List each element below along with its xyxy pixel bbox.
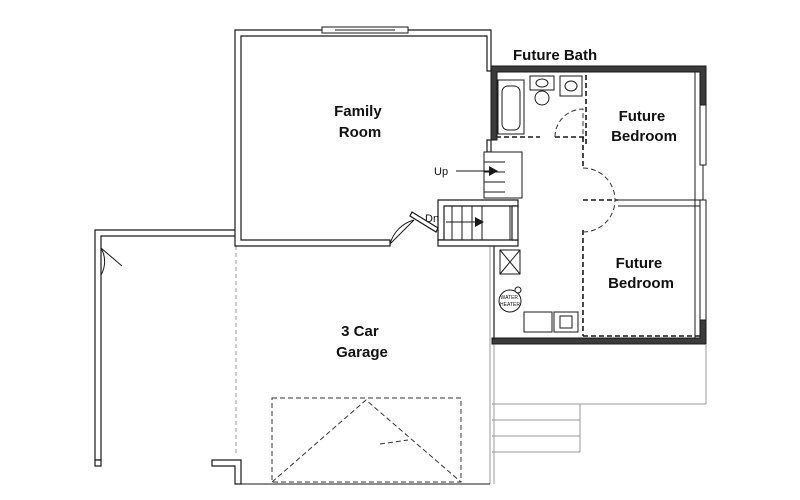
future-bath-label: Future Bath xyxy=(513,47,597,64)
garage-left-wall xyxy=(94,229,240,461)
family-room-area: Family Room xyxy=(234,26,492,247)
stair-down-treads xyxy=(451,206,483,240)
bedroom-upper-window xyxy=(699,104,707,166)
bathtub-inner xyxy=(501,85,521,131)
stair-door-swing xyxy=(389,219,415,245)
water-heater xyxy=(498,289,522,313)
shower-drain xyxy=(564,80,578,92)
garage-bottom-left-wall xyxy=(94,459,102,467)
overhead-door-notch xyxy=(379,439,409,445)
overhead-door-outline xyxy=(271,397,462,483)
garage-side-door xyxy=(100,247,123,276)
mechanical-area: WATER HEATER xyxy=(493,246,579,340)
bedroom-upper-door-swing xyxy=(582,167,616,201)
family-room-label: Family Room xyxy=(334,103,386,141)
appliance-right-inner xyxy=(559,315,573,329)
sink-basin xyxy=(535,78,549,88)
stairs-area: Up Dn xyxy=(389,151,523,247)
stair-down-arrow-head xyxy=(475,217,484,227)
appliance-left xyxy=(523,311,553,333)
exterior-steps xyxy=(492,344,707,453)
bath-door-swing xyxy=(554,108,584,138)
stair-up-label: Up xyxy=(434,166,448,178)
stair-side-wall xyxy=(511,205,519,241)
toilet-bowl xyxy=(534,90,550,106)
bedroom-lower-label: Future Bedroom xyxy=(608,255,674,292)
bedroom-wing: Future Bedroom Future Bedroom xyxy=(490,65,707,345)
stair-up-arrow-head xyxy=(489,166,498,176)
future-bath-area: Future Bath xyxy=(496,47,597,145)
water-heater-label: WATER HEATER xyxy=(500,295,520,308)
stair-angled-wall xyxy=(409,211,439,233)
family-room-east-wall xyxy=(486,139,492,153)
bedroom-lower-window xyxy=(699,199,707,321)
garage-bottom-wall xyxy=(211,459,242,485)
bedroom-partition-horizontal xyxy=(618,199,700,207)
garage-area: 3 Car Garage xyxy=(94,229,495,485)
family-room-walls xyxy=(234,29,492,247)
garage-label: 3 Car Garage xyxy=(336,323,388,361)
overhead-door-diagonal xyxy=(271,399,462,483)
stair-landing-wall xyxy=(437,239,519,247)
bedroom-wing-outer-wall xyxy=(490,65,707,141)
bedroom-upper-label: Future Bedroom xyxy=(611,108,677,145)
furnace-cross xyxy=(499,249,521,275)
vanity xyxy=(529,75,555,91)
bedroom-lower-door-swing xyxy=(582,199,616,233)
appliance-right xyxy=(553,311,579,333)
water-heater-valve xyxy=(514,286,522,294)
shower-base xyxy=(559,75,583,97)
